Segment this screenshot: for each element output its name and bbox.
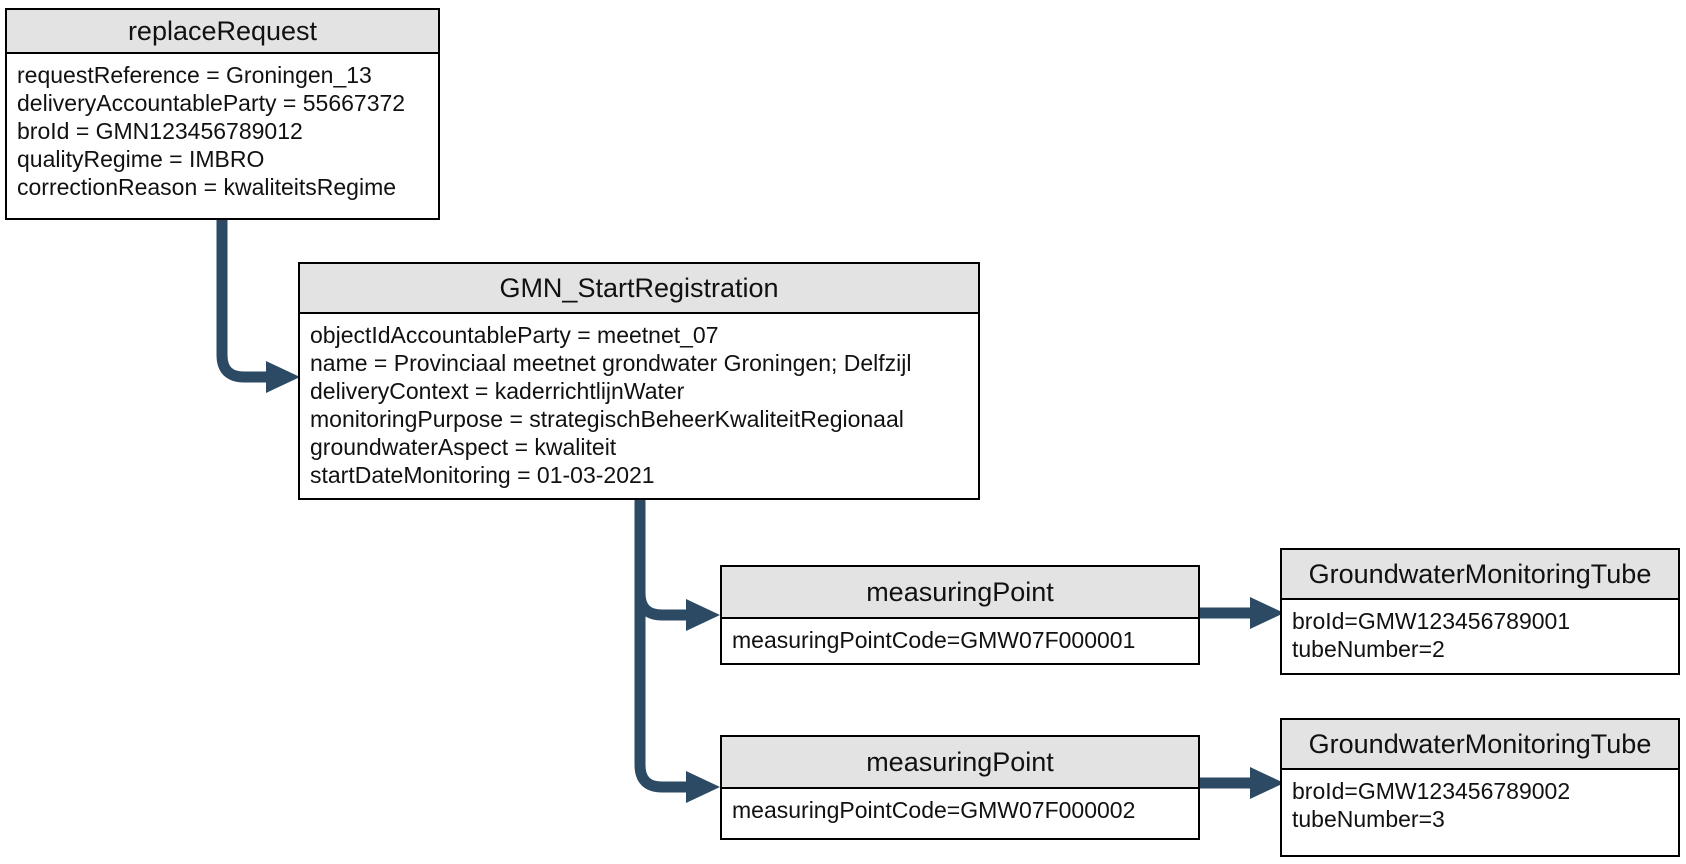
attribute-line: tubeNumber=2 [1292, 636, 1445, 662]
connector-replace-to-gmn [216, 220, 266, 383]
attribute-line: qualityRegime = IMBRO [17, 146, 265, 172]
node-measuring-point-1-body: measuringPointCode=GMW07F000001 [722, 619, 1198, 663]
node-groundwater-monitoring-tube-1-body: broId=GMW123456789001 tubeNumber=2 [1282, 600, 1678, 673]
attribute-line: requestReference = Groningen_13 [17, 62, 372, 88]
attribute-line: broId=GMW123456789002 [1292, 778, 1571, 804]
attribute-line: measuringPointCode=GMW07F000001 [732, 627, 1136, 653]
attribute-line: monitoringPurpose = strategischBeheerKwa… [310, 406, 904, 432]
node-measuring-point-1-title: measuringPoint [722, 567, 1198, 619]
attribute-line: deliveryAccountableParty = 55667372 [17, 90, 406, 116]
arrowhead-mp2-to-tube2 [1250, 767, 1284, 799]
attribute-line: correctionReason = kwaliteitsRegime [17, 174, 397, 200]
node-replace-request: replaceRequest requestReference = Gronin… [5, 8, 440, 220]
attribute-line: broId=GMW123456789001 [1292, 608, 1571, 634]
node-groundwater-monitoring-tube-2-body: broId=GMW123456789002 tubeNumber=3 [1282, 770, 1678, 855]
attribute-line: deliveryContext = kaderrichtlijnWater [310, 378, 685, 404]
node-gmn-start-registration-title: GMN_StartRegistration [300, 264, 978, 314]
connector-gmn-to-mp2 [634, 500, 686, 793]
node-groundwater-monitoring-tube-1: GroundwaterMonitoringTube broId=GMW12345… [1280, 548, 1680, 675]
connector-gmn-to-mp1 [634, 500, 686, 621]
attribute-line: broId = GMN123456789012 [17, 118, 303, 144]
attribute-line: startDateMonitoring = 01-03-2021 [310, 462, 655, 488]
arrowhead-replace-to-gmn [266, 361, 300, 393]
node-replace-request-body: requestReference = Groningen_13 delivery… [7, 54, 438, 218]
attribute-line: objectIdAccountableParty = meetnet_07 [310, 322, 719, 348]
node-groundwater-monitoring-tube-1-title: GroundwaterMonitoringTube [1282, 550, 1678, 600]
node-measuring-point-2-title: measuringPoint [722, 737, 1198, 789]
attribute-line: groundwaterAspect = kwaliteit [310, 434, 617, 460]
arrowhead-mp1-to-tube1 [1250, 597, 1284, 629]
attribute-line: measuringPointCode=GMW07F000002 [732, 797, 1136, 823]
node-gmn-start-registration-body: objectIdAccountableParty = meetnet_07 na… [300, 314, 978, 498]
node-groundwater-monitoring-tube-2: GroundwaterMonitoringTube broId=GMW12345… [1280, 718, 1680, 857]
node-measuring-point-2-body: measuringPointCode=GMW07F000002 [722, 789, 1198, 838]
node-gmn-start-registration: GMN_StartRegistration objectIdAccountabl… [298, 262, 980, 500]
node-replace-request-title: replaceRequest [7, 10, 438, 54]
node-groundwater-monitoring-tube-2-title: GroundwaterMonitoringTube [1282, 720, 1678, 770]
arrowhead-gmn-to-mp1 [686, 599, 720, 631]
attribute-line: name = Provinciaal meetnet grondwater Gr… [310, 350, 912, 376]
attribute-line: tubeNumber=3 [1292, 806, 1445, 832]
node-measuring-point-1: measuringPoint measuringPointCode=GMW07F… [720, 565, 1200, 665]
node-measuring-point-2: measuringPoint measuringPointCode=GMW07F… [720, 735, 1200, 840]
arrowhead-gmn-to-mp2 [686, 771, 720, 803]
